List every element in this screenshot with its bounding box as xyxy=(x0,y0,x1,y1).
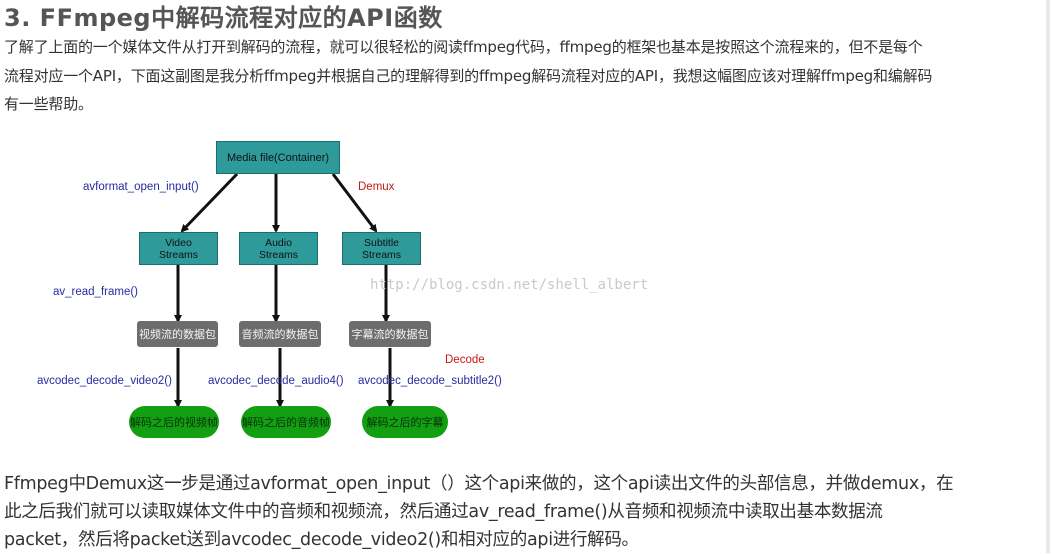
video-streams-label-2: Streams xyxy=(158,248,199,261)
subtitle-streams-box: Subtitle Streams xyxy=(342,232,421,265)
decoded-subtitle-box: 解码之后的字幕 xyxy=(362,406,448,438)
subtitle-packet-label: 字幕流的数据包 xyxy=(351,328,429,341)
read-frame-label: av_read_frame() xyxy=(53,286,139,298)
decoded-video-label: 解码之后的视频帧 xyxy=(130,416,218,429)
decode-subtitle-label: avcodec_decode_subtitle2() xyxy=(358,375,502,387)
subtitle-streams-label-1: Subtitle xyxy=(363,236,400,249)
container-box: Media file(Container) xyxy=(216,141,340,174)
subtitle-streams-label-2: Streams xyxy=(361,248,402,261)
decoded-audio-label: 解码之后的音频帧 xyxy=(242,416,330,429)
decode-audio-label: avcodec_decode_audio4() xyxy=(208,375,344,387)
demux-label: Demux xyxy=(358,181,395,193)
flow-arrows xyxy=(174,172,394,408)
arrow-lines xyxy=(174,172,394,408)
outro-line: Ffmpeg中Demux这一步是通过avformat_open_input（）这… xyxy=(4,474,954,494)
audio-streams-box: Audio Streams xyxy=(239,232,318,265)
outro-line: 此之后我们就可以读取媒体文件中的音频和视频流，然后通过av_read_frame… xyxy=(4,502,883,522)
decode-label: Decode xyxy=(445,354,485,366)
audio-packet-box: 音频流的数据包 xyxy=(239,321,321,347)
page-scrollbar[interactable] xyxy=(1046,0,1050,553)
watermark: http://blog.csdn.net/shell_albert xyxy=(370,277,649,293)
decoded-subtitle-label: 解码之后的字幕 xyxy=(366,416,444,429)
video-streams-box: Video Streams xyxy=(139,232,218,265)
video-packet-box: 视频流的数据包 xyxy=(137,321,218,347)
intro-line: 了解了上面的一个媒体文件从打开到解码的流程，就可以很轻松的阅读ffmpeg代码，… xyxy=(4,38,923,56)
video-packet-label: 视频流的数据包 xyxy=(139,328,216,341)
intro-line: 流程对应一个API，下面这副图是我分析ffmpeg并根据自己的理解得到的ffmp… xyxy=(4,66,933,85)
video-streams-label-1: Video xyxy=(165,236,192,249)
audio-streams-label-1: Audio xyxy=(265,236,292,249)
decode-flow-diagram: Media file(Container) Video Streams Audi… xyxy=(0,128,648,454)
container-label: Media file(Container) xyxy=(226,151,330,164)
intro-paragraph: 了解了上面的一个媒体文件从打开到解码的流程，就可以很轻松的阅读ffmpeg代码，… xyxy=(4,33,1048,119)
section-heading: 3. FFmpeg中解码流程对应的API函数 xyxy=(4,4,443,32)
decode-video-label: avcodec_decode_video2() xyxy=(37,375,172,387)
audio-streams-label-2: Streams xyxy=(258,248,299,261)
outro-line: packet，然后将packet送到avcodec_decode_video2(… xyxy=(4,530,639,550)
decoded-video-box: 解码之后的视频帧 xyxy=(129,406,219,438)
outro-paragraph: Ffmpeg中Demux这一步是通过avformat_open_input（）这… xyxy=(4,470,1048,554)
audio-packet-label: 音频流的数据包 xyxy=(241,328,319,341)
intro-line: 有一些帮助。 xyxy=(4,95,93,113)
subtitle-packet-box: 字幕流的数据包 xyxy=(349,321,431,347)
decoded-audio-box: 解码之后的音频帧 xyxy=(241,406,331,438)
open-input-label: avformat_open_input() xyxy=(83,181,199,193)
